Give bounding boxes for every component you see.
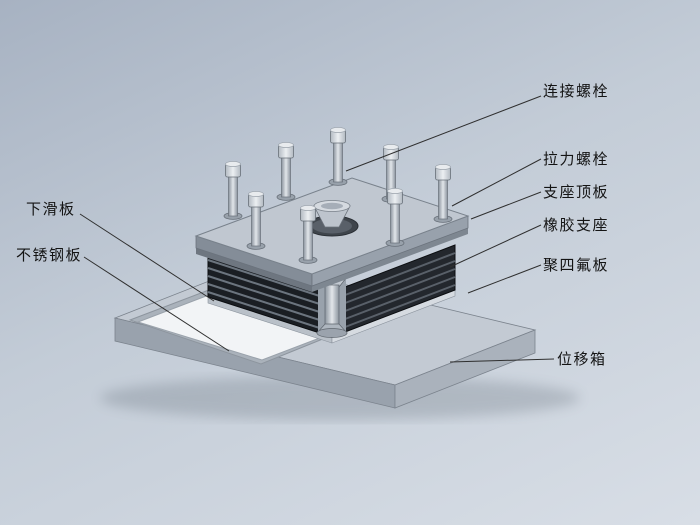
rubber-bearing bbox=[207, 244, 456, 338]
plate-lower-edge-right bbox=[312, 228, 468, 292]
spool-bottom-ellipse bbox=[316, 328, 348, 338]
leader-top-plate bbox=[470, 191, 542, 220]
plate-lower-edge-left bbox=[196, 248, 312, 292]
bolt bbox=[385, 188, 405, 247]
label-tension-bolt: 拉力螺栓 bbox=[543, 150, 610, 168]
bolt bbox=[433, 164, 453, 223]
label-lower-slide-plate: 下滑板 bbox=[26, 200, 76, 218]
label-stainless-steel-plate: 不锈钢板 bbox=[16, 246, 83, 264]
label-rubber-bearing: 橡胶支座 bbox=[543, 216, 610, 234]
label-top-plate: 支座顶板 bbox=[543, 183, 610, 201]
bolt bbox=[328, 127, 348, 186]
bolts bbox=[223, 127, 453, 264]
spool-shaft bbox=[324, 284, 340, 329]
leader-connecting-bolt bbox=[345, 95, 542, 172]
leader-lines bbox=[79, 95, 555, 363]
laminate-lines-right bbox=[331, 252, 456, 333]
base-front-right-face bbox=[394, 329, 536, 409]
bolt bbox=[223, 161, 243, 220]
leader-stainless-steel-plate bbox=[83, 256, 230, 352]
leader-displacement-box bbox=[449, 358, 555, 363]
anchor-funnel bbox=[305, 200, 359, 237]
laminate-lines-left bbox=[207, 259, 333, 333]
bolt bbox=[298, 205, 318, 264]
leader-ptfe-plate bbox=[467, 264, 542, 294]
label-connecting-bolt: 连接螺栓 bbox=[543, 82, 610, 100]
leader-lower-slide-plate bbox=[79, 213, 215, 302]
ground-shadow bbox=[100, 376, 580, 420]
bolt bbox=[276, 142, 296, 201]
label-displacement-box: 位移箱 bbox=[557, 350, 607, 368]
bolt bbox=[246, 191, 266, 250]
leader-rubber-bearing bbox=[449, 224, 542, 268]
label-ptfe-plate: 聚四氟板 bbox=[543, 256, 610, 274]
leader-tension-bolt bbox=[451, 158, 542, 207]
funnel-mouth bbox=[321, 202, 343, 210]
